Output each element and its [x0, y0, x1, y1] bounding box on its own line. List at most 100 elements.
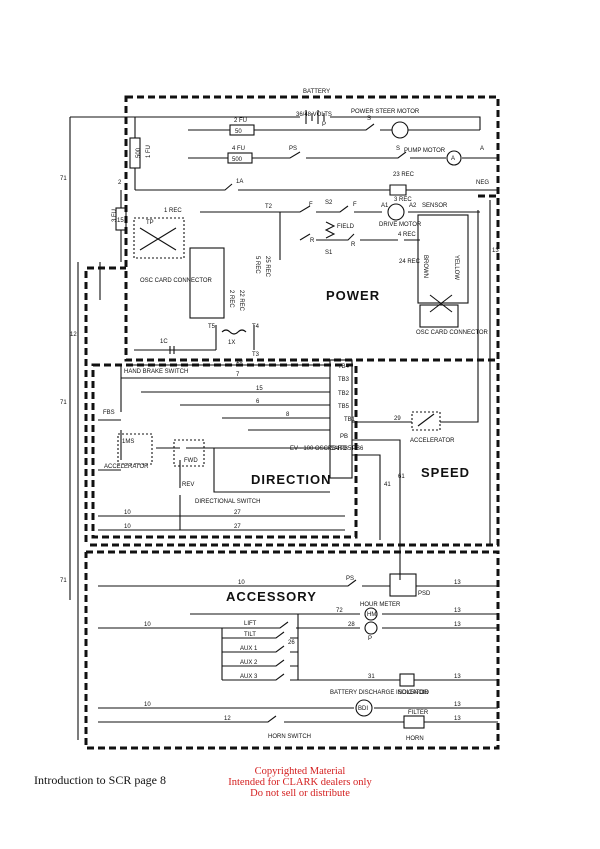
power-section-border [124, 95, 500, 362]
wire-41-label: 41 [384, 482, 391, 488]
sensor-label: SENSOR [422, 203, 448, 209]
aux1-label: AUX 1 [240, 646, 258, 652]
a1-label: A1 [381, 203, 389, 209]
rec5-label: 5 REC [254, 256, 260, 274]
tb3-label: TB3 [338, 377, 350, 383]
outer-frame-border [84, 194, 500, 750]
tp-label: TP [146, 220, 154, 226]
power-steer-motor-circuit: 50 2 FU POWER STEER MOTOR P S [188, 109, 480, 139]
accelerator-label-left: ACCELERATOR [104, 464, 149, 470]
aux3-label: AUX 3 [240, 674, 258, 680]
wire-8-label: 8 [286, 412, 290, 418]
t4-label: T4 [252, 324, 260, 330]
p-label-acc: P [368, 636, 372, 642]
f-label: F [309, 202, 313, 208]
direction-wiring: TB4 TB3 TB2 TB5 TB1 PB PB4 PB5 PB6 EV - … [98, 359, 364, 531]
wire-15-label: 15 [256, 386, 263, 392]
fu4-label: 4 FU [232, 146, 245, 152]
wire-10-label: 10 [124, 510, 131, 516]
pump-motor-circuit: 500 4 FU A PUMP MOTOR PS S A [188, 146, 498, 166]
power-steer-motor-icon [391, 121, 409, 139]
acc-wire-13d-label: 13 [454, 674, 461, 680]
wire-27-label: 27 [234, 510, 241, 516]
accessory-title: ACCESSORY [226, 589, 317, 604]
t2-label: T2 [265, 204, 273, 210]
copyright-line-2: Intended for CLARK dealers only [228, 777, 372, 788]
acc-wire-28-label: 28 [348, 622, 355, 628]
tb5-label: TB5 [338, 404, 350, 410]
wire-10c-label: 10 [236, 359, 243, 365]
pb5-label: PB5 [340, 446, 352, 452]
field-coil-icon [324, 221, 336, 239]
a-label-right: A [480, 146, 484, 152]
r-label: R [310, 238, 315, 244]
tilt-label: TILT [244, 632, 256, 638]
direction-section-border [91, 363, 358, 539]
speed-title: SPEED [421, 465, 470, 480]
direction-title: DIRECTION [251, 472, 332, 487]
speed-wiring: ACCELERATOR 29 41 61 13 [352, 200, 499, 580]
hm-label: HM [367, 612, 376, 618]
fu3-value: 15 [117, 218, 124, 224]
rec3-label: 3 REC [394, 197, 412, 203]
lift-label: LIFT [244, 621, 257, 627]
bdi-label: BDI [358, 706, 368, 712]
pb6-label: PB6 [352, 446, 364, 452]
t3-label: T3 [252, 352, 260, 358]
hand-brake-switch-label: HAND BRAKE SWITCH [124, 369, 188, 375]
1a-label: 1A [236, 179, 243, 185]
filter-label: FILTER [408, 710, 429, 716]
bdi-desc-label: BATTERY DISCHARGE INDICATOR [330, 690, 429, 696]
hour-meter-icon [364, 607, 378, 621]
acc-wire-12-label: 12 [224, 716, 231, 722]
wire-10b-label: 10 [124, 524, 131, 530]
rec23-label: 23 REC [393, 172, 415, 178]
power-steer-motor-label: POWER STEER MOTOR [351, 109, 420, 115]
battery-circuit: BATTERY 36/48 VOLTS [70, 89, 481, 130]
rec4-label: 4 REC [398, 232, 416, 238]
a2-label: A2 [409, 203, 417, 209]
directional-switch-label: DIRECTIONAL SWITCH [195, 499, 260, 505]
1x-label: 1X [228, 340, 235, 346]
horn-label: HORN [406, 736, 424, 742]
yellow-label: YELLOW [453, 255, 459, 280]
copyright-line-1: Copyrighted Material [254, 766, 346, 777]
wire-71b-label: 71 [60, 400, 67, 406]
acc-wire-13-label: 13 [454, 580, 461, 586]
acc-wire-72-label: 72 [336, 608, 343, 614]
acc-wire-10-label: 10 [238, 580, 245, 586]
horn-switch-label: HORN SWITCH [268, 734, 311, 740]
acc-wire-31-label: 31 [368, 674, 375, 680]
s2-label: S2 [325, 200, 333, 206]
transformer-icon [221, 329, 247, 335]
hour-meter-label: HOUR METER [360, 602, 401, 608]
fu2-label: 2 FU [234, 118, 247, 124]
fbs-label: FBS [103, 410, 115, 416]
fwd-label: FWD [184, 458, 198, 464]
f-label-2: F [353, 202, 357, 208]
fuse-3fu: 15 3 FU [112, 190, 127, 262]
rec24-label: 24 REC [399, 259, 421, 265]
copyright-line-3: Do not sell or distribute [250, 788, 350, 799]
left-outer-wires: 71 71 71 2 12 [60, 117, 122, 740]
wire-29-label: 29 [394, 416, 401, 422]
rec2-label: 2 REC [228, 290, 234, 308]
wire-71c-label: 71 [60, 578, 67, 584]
scr-control-block: TP 1 REC OSC CARD CONNECTOR 5 REC 25 REC… [133, 208, 270, 358]
acc-wire-10c-label: 10 [144, 702, 151, 708]
fu4-value: 500 [232, 157, 243, 163]
acc-wire-10b-label: 10 [144, 622, 151, 628]
battery-label: BATTERY [303, 89, 330, 95]
t5-label: T5 [208, 324, 216, 330]
osc-card-label-r: OSC CARD CONNECTOR [416, 330, 489, 336]
1c-label: 1C [160, 339, 168, 345]
s-label-pump: S [396, 146, 400, 152]
rec22-label: 22 REC [238, 290, 244, 312]
wire-27b-label: 27 [234, 524, 241, 530]
rev-label: REV [182, 482, 194, 488]
brown-label: BROWN [422, 255, 428, 278]
acc-wire-13f-label: 13 [454, 716, 461, 722]
ps-label-top: PS [289, 146, 297, 152]
s1-label: S1 [325, 250, 333, 256]
rec1-label: 1 REC [164, 208, 182, 214]
